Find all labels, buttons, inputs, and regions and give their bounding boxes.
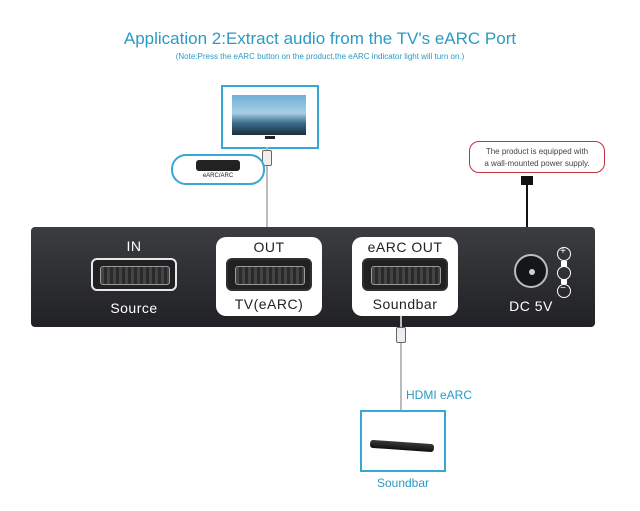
port-out-tv-label: TV(eARC) — [234, 296, 304, 312]
tv-box — [221, 85, 319, 149]
tv-screen — [232, 95, 306, 135]
port-in-label: IN — [126, 238, 142, 254]
polarity-line-bottom — [561, 279, 567, 284]
soundbar-label: Soundbar — [376, 476, 430, 490]
soundbar-cable — [400, 343, 402, 411]
port-in-source-label: Source — [110, 300, 158, 316]
tv-stand — [265, 136, 275, 139]
polarity-line-top — [561, 261, 567, 267]
polarity-plus-icon: + — [557, 246, 571, 261]
hdmi-earc-out-port-icon — [362, 258, 448, 291]
power-supply-note: The product is equipped with a wall-moun… — [469, 141, 605, 173]
polarity-center-icon — [557, 266, 571, 280]
tv-earc-port-label: eARC/ARC — [202, 173, 234, 179]
power-plug-icon — [521, 176, 533, 185]
tv-earc-port-callout: eARC/ARC — [171, 154, 265, 185]
polarity-minus-icon: − — [557, 283, 571, 298]
tv-hdmi-connector — [262, 150, 272, 166]
power-cable — [526, 185, 528, 227]
hdmi-earc-cable-label: HDMI eARC — [406, 388, 473, 402]
soundbar-hdmi-connector — [396, 327, 406, 343]
port-out-label: OUT — [253, 239, 285, 255]
page-note: (Note:Press the eARC button on the produ… — [175, 52, 465, 61]
soundbar-box — [360, 410, 446, 472]
hdmi-out-port-icon — [226, 258, 312, 291]
tv-cable — [266, 166, 268, 228]
dc-power-jack-icon — [514, 254, 548, 288]
page-title: Application 2:Extract audio from the TV'… — [123, 29, 517, 48]
dc-power-label: DC 5V — [509, 298, 553, 314]
port-earc-out-soundbar-label: Soundbar — [372, 296, 438, 312]
soundbar-cable-top — [400, 316, 402, 328]
power-note-line1: The product is equipped with — [485, 147, 589, 156]
hdmi-in-port-icon — [91, 258, 177, 291]
power-note-line2: a wall-mounted power supply. — [484, 159, 590, 168]
port-earc-out-label: eARC OUT — [367, 239, 443, 255]
tv-earc-port-icon — [196, 160, 240, 171]
soundbar-icon — [369, 439, 435, 453]
